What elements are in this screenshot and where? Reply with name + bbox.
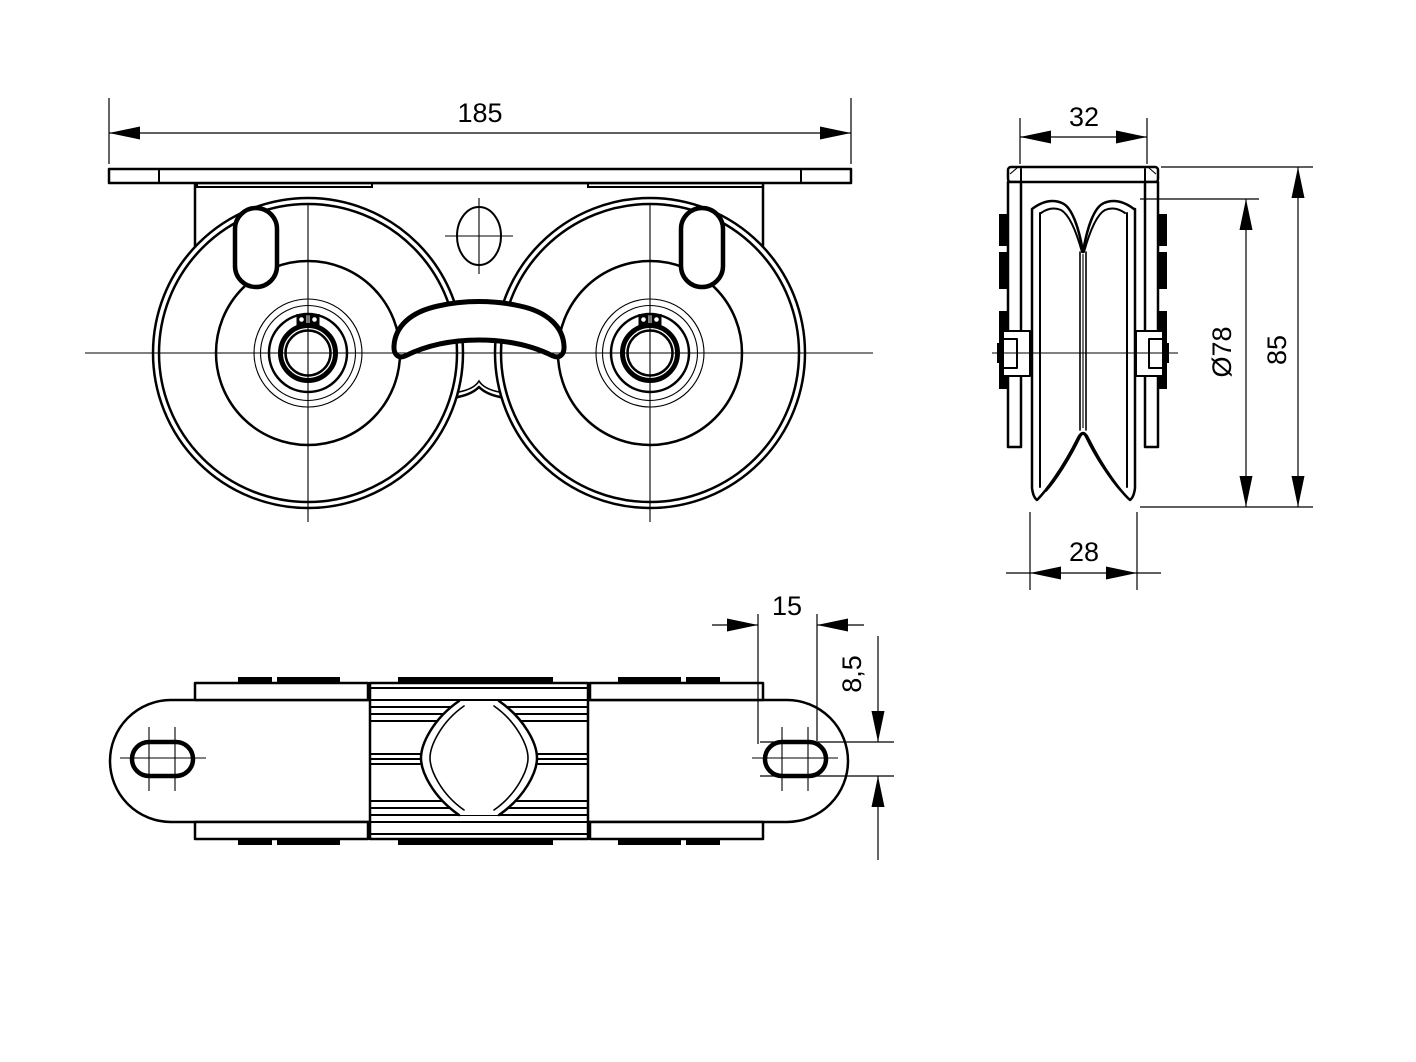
bracket-leg-left	[1006, 180, 1023, 449]
mounting-plate-front	[107, 167, 853, 188]
dimension-label: 8,5	[837, 655, 867, 693]
bracket-flange	[193, 820, 370, 841]
dimension-hole-offset: 15	[712, 591, 864, 744]
slot-hole-left	[120, 727, 206, 791]
dimension-wheel-diameter: Ø78	[1140, 198, 1313, 508]
side-view: 32 Ø78 85 28	[992, 102, 1313, 590]
bracket-flange	[193, 681, 370, 702]
wheel-side-profile	[1030, 199, 1137, 502]
bracket-flange	[588, 681, 765, 702]
bracket-leg-right	[1143, 180, 1160, 449]
dimension-side-height: 85	[1161, 166, 1313, 507]
dimension-label: 28	[1069, 537, 1099, 567]
dimension-label: 85	[1262, 335, 1292, 365]
dimension-label: 185	[457, 98, 502, 128]
dimension-slot-width: 8,5	[760, 636, 894, 860]
mounting-plate-side	[1006, 165, 1160, 184]
dimension-side-bottom-width: 28	[1006, 512, 1161, 590]
bracket-flange	[588, 820, 765, 841]
center-hole	[445, 198, 513, 274]
mounting-slot-right	[678, 205, 726, 290]
wheel-section-bottom	[368, 677, 590, 845]
dimension-label: 32	[1069, 102, 1099, 132]
dimension-label: 15	[772, 591, 802, 621]
dimension-side-top-width: 32	[1019, 102, 1148, 164]
dimension-front-width: 185	[108, 98, 852, 164]
clip-tabs-bottom	[238, 677, 720, 845]
dimension-label: Ø78	[1207, 326, 1237, 377]
bottom-view: 15 8,5	[108, 591, 894, 860]
front-view: 185	[85, 98, 873, 522]
mounting-slot-left	[232, 205, 280, 290]
